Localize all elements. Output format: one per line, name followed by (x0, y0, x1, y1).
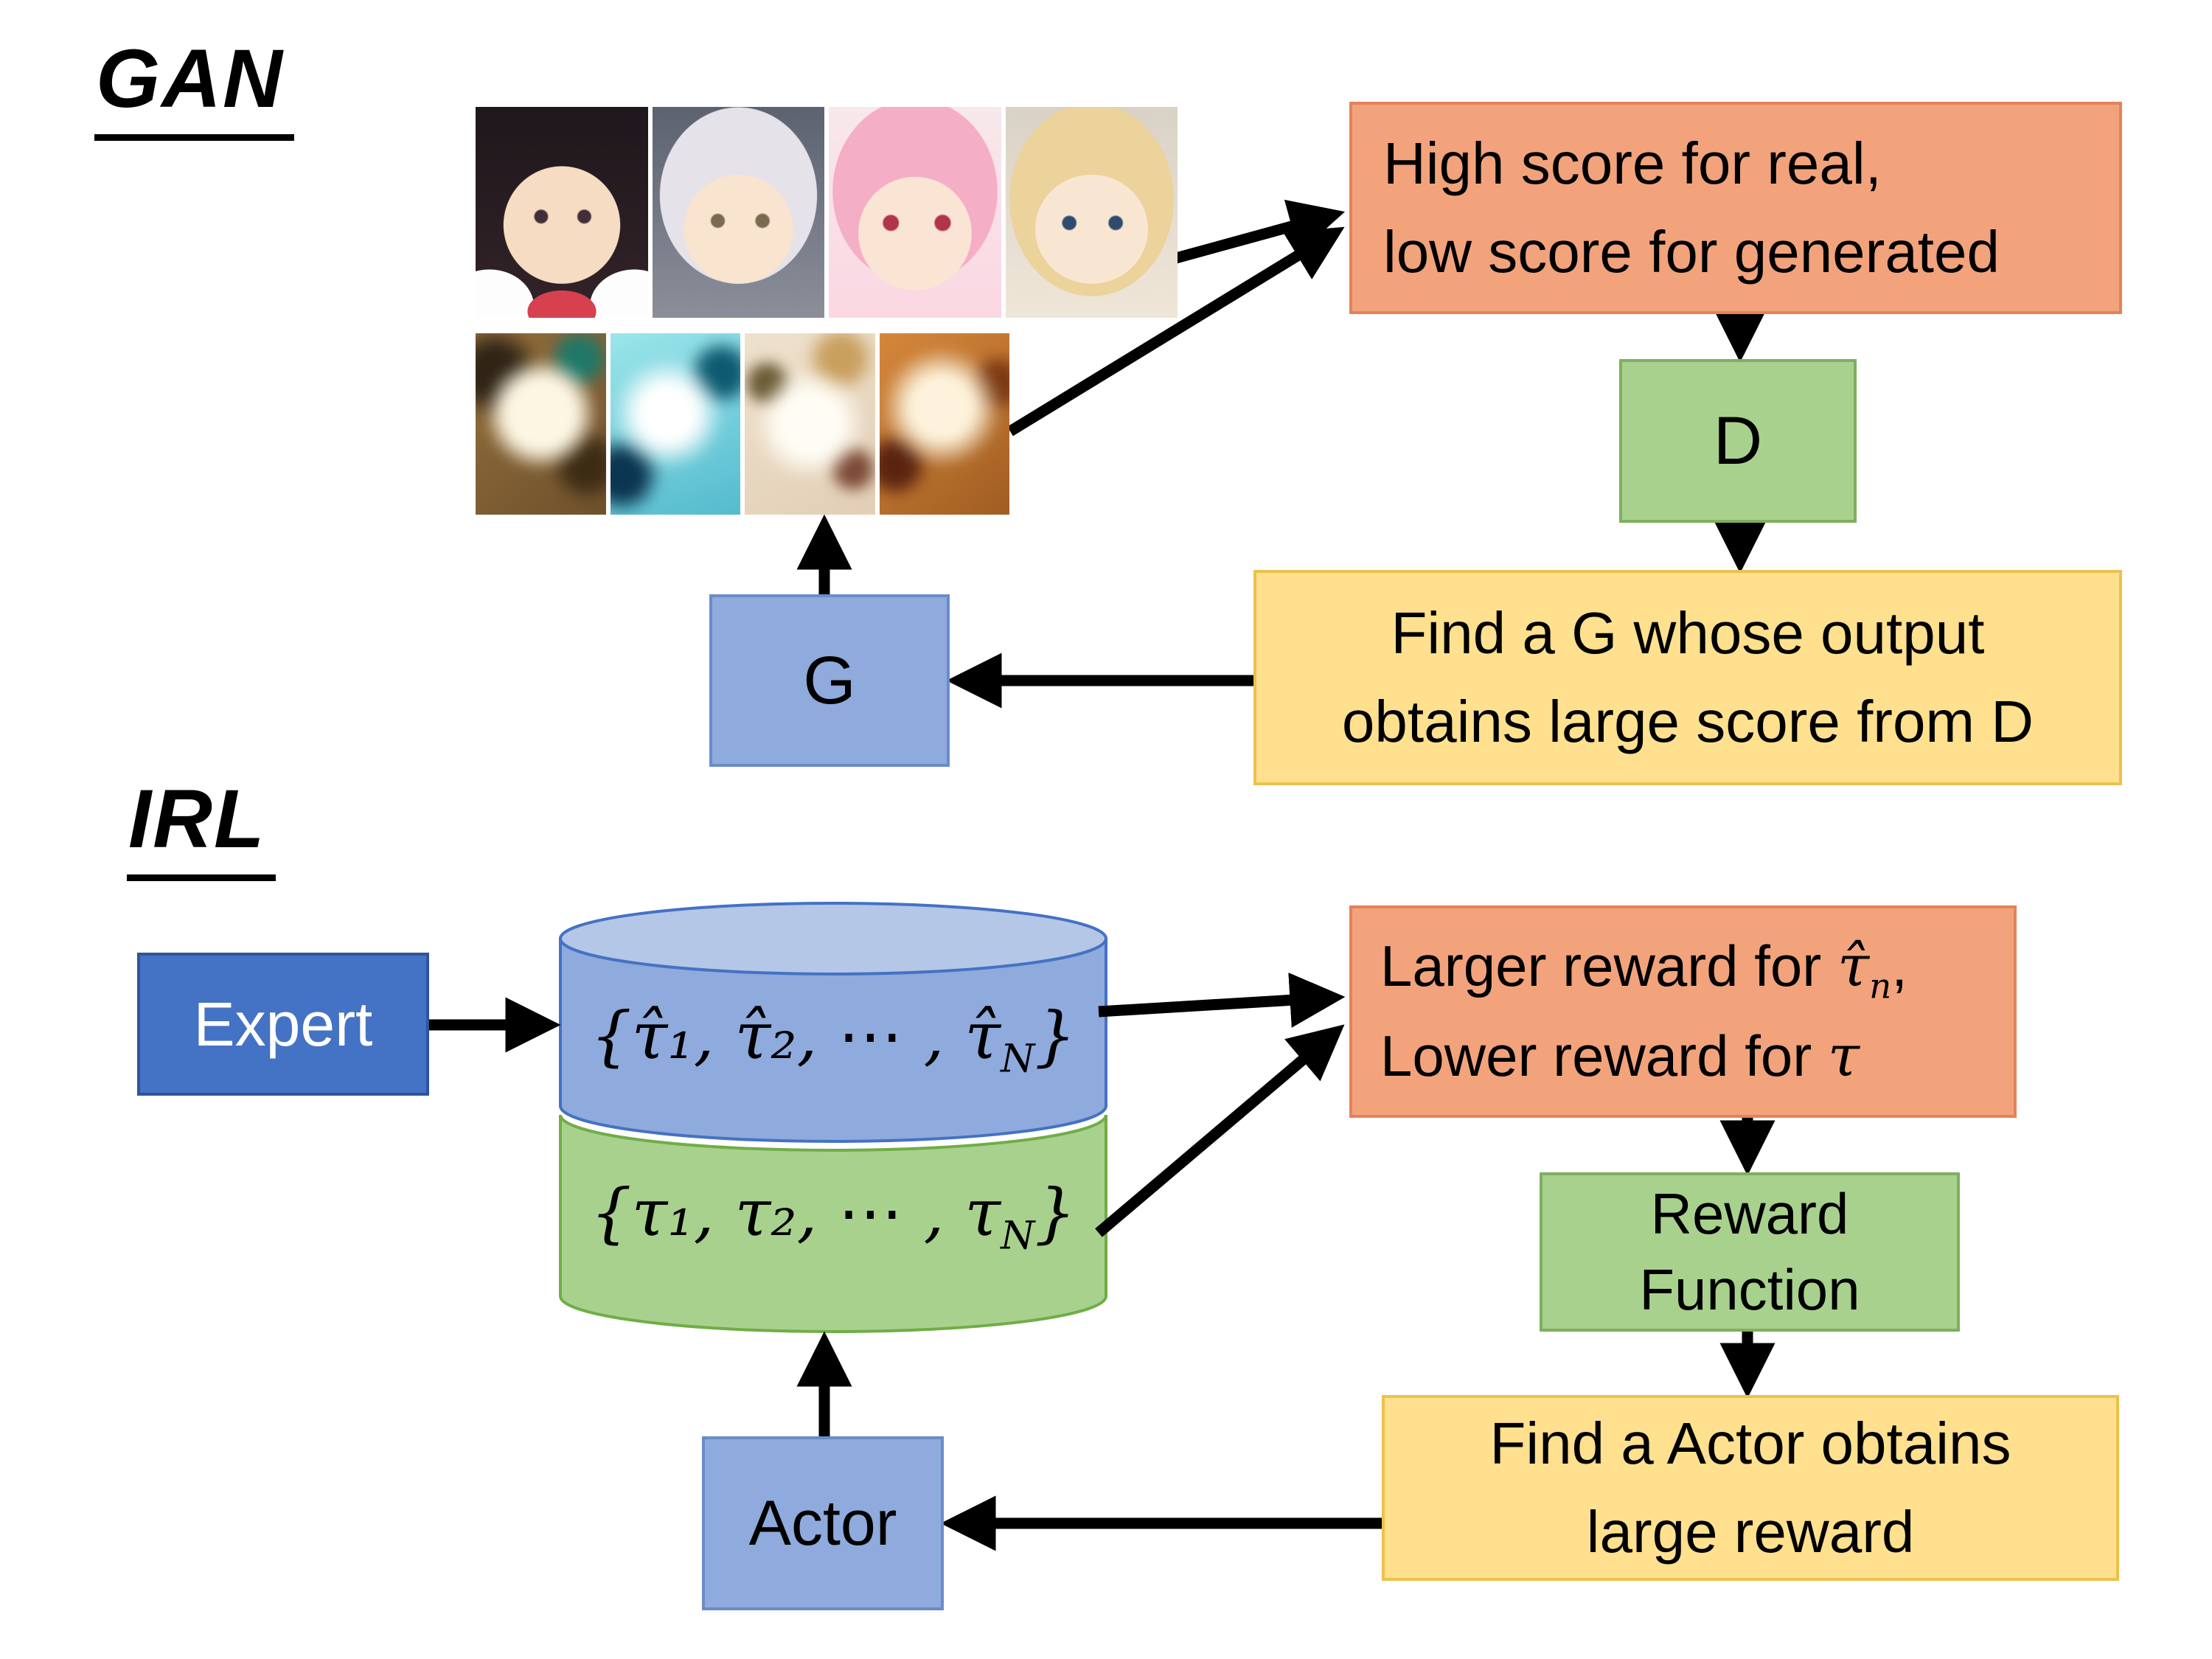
gan-score-note-box: High score for real, low score for gener… (1349, 102, 2122, 314)
discriminator-label: D (1713, 403, 1763, 479)
expert-set-expression: {τ̂₁, τ̂₂, ⋯ , τ̂ (590, 998, 1001, 1074)
discriminator-box: D (1619, 359, 1857, 523)
actor-set-subscript: N (1001, 1213, 1035, 1259)
arrow-generated-images-to-score-note (1007, 226, 1345, 437)
arrow-real-images-to-score-note (1175, 199, 1346, 264)
expert-set-close-brace: } (1034, 998, 1077, 1074)
reward-note-l1-comma: , (1891, 933, 1907, 999)
irl-update-note-box: Find a Actor obtains large reward (1382, 1395, 2119, 1581)
expert-trajectory-cylinder (559, 902, 1107, 1143)
irl-reward-note-line1: Larger reward for τ̂n, (1380, 923, 2014, 1013)
gan-score-note-line2: low score for generated (1383, 219, 2000, 285)
real-anime-face-3 (829, 107, 1001, 318)
actor-box: Actor (702, 1436, 944, 1610)
reward-function-line2: Function (1639, 1257, 1860, 1322)
real-images-row (476, 107, 1178, 318)
expert-box: Expert (137, 953, 429, 1096)
irl-update-note-line1: Find a Actor obtains (1489, 1411, 2011, 1476)
expert-label: Expert (193, 990, 373, 1059)
generated-sample-4 (880, 333, 1010, 515)
actor-set-expression: {τ₁, τ₂, ⋯ , τ (590, 1175, 1001, 1251)
real-anime-face-4 (1005, 107, 1178, 318)
irl-section-title: IRL (127, 776, 276, 881)
irl-reward-note-line2: Lower reward for τ (1380, 1013, 2014, 1100)
tau-hat-symbol: τ̂ (1837, 933, 1870, 1001)
gan-update-note-line1: Find a G whose output (1391, 600, 1985, 666)
tau-symbol: τ (1827, 1023, 1860, 1090)
generated-sample-3 (745, 333, 875, 515)
reward-note-l1-text: Larger reward for (1380, 933, 1837, 999)
gan-update-note-line2: obtains large score from D (1341, 689, 2034, 754)
expert-set-subscript: N (1001, 1036, 1035, 1082)
actor-label: Actor (748, 1487, 897, 1559)
actor-trajectory-set-label: {τ₁, τ₂, ⋯ , τN} (560, 1174, 1106, 1259)
generator-label: G (803, 643, 856, 718)
reward-note-l2-text: Lower reward for (1380, 1023, 1828, 1088)
irl-update-note-line2: large reward (1586, 1499, 1915, 1565)
generated-sample-1 (476, 333, 606, 515)
generated-images-row (476, 333, 1009, 515)
real-anime-face-1 (476, 107, 648, 318)
arrow-actor-cylinder-to-reward-note (1095, 1024, 1345, 1237)
actor-trajectory-cylinder (559, 1114, 1107, 1333)
arrow-expert-cylinder-to-reward-note (1098, 973, 1346, 1028)
gan-score-note-line1: High score for real, (1383, 131, 1882, 196)
cylinder-top-ellipse (559, 902, 1107, 975)
tau-hat-subscript: n (1869, 967, 1892, 1007)
expert-trajectory-set-label: {τ̂₁, τ̂₂, ⋯ , τ̂N} (560, 997, 1106, 1082)
irl-reward-note-box: Larger reward for τ̂n, Lower reward for … (1349, 905, 2017, 1118)
generator-box: G (709, 594, 950, 767)
actor-set-close-brace: } (1034, 1175, 1077, 1251)
generated-sample-2 (611, 333, 741, 515)
gan-update-note-box: Find a G whose output obtains large scor… (1253, 570, 2122, 785)
real-anime-face-2 (652, 107, 824, 318)
reward-function-line1: Reward (1650, 1181, 1849, 1247)
reward-function-box: Reward Function (1540, 1172, 1960, 1332)
gan-section-title: GAN (94, 35, 294, 141)
